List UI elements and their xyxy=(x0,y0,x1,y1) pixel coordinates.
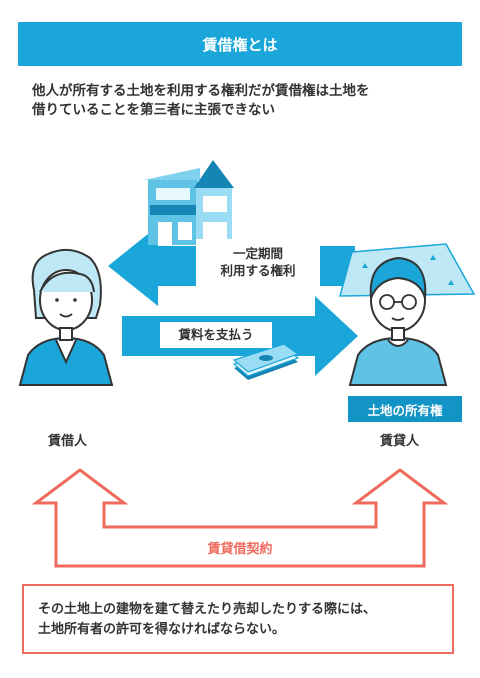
note-line-2: 土地所有者の許可を得なければならない。 xyxy=(38,622,286,638)
description-line-2: 借りていることを第三者に主張できない xyxy=(32,101,275,118)
lessor-person-illustration xyxy=(348,256,448,386)
money-icon xyxy=(232,343,300,380)
usage-right-label-line-1: 一定期間 xyxy=(232,246,283,262)
page-title: 賃借権とは xyxy=(202,35,278,54)
note-line-1: その土地上の建物を建て替えたり売却したりする際には、 xyxy=(38,602,377,617)
owner-badge-text: 土地の所有権 xyxy=(367,402,443,418)
contract-label: 賃貸借契約 xyxy=(207,542,273,557)
usage-right-label-line-2: 利用する権利 xyxy=(220,263,296,278)
note-box: その土地上の建物を建て替えたり売却したりする際には、 土地所有者の許可を得なけれ… xyxy=(22,584,454,654)
title-bar: 賃借権とは xyxy=(18,22,462,66)
rent-arrow-label-text: 賃料を支払う xyxy=(178,326,254,342)
contract-arrow xyxy=(31,468,449,568)
description-line-1: 他人が所有する土地を利用する権利だが賃借権は土地を xyxy=(32,83,370,99)
owner-badge: 土地の所有権 xyxy=(348,396,462,422)
lessee-person-illustration xyxy=(18,248,114,386)
house-icon xyxy=(144,160,234,245)
rent-arrow-label: 賃料を支払う xyxy=(160,322,272,348)
description: 他人が所有する土地を利用する権利だが賃借権は土地を 借りていることを第三者に主張… xyxy=(32,82,452,119)
lessor-label: 賃貸人 xyxy=(380,434,420,449)
usage-right-label: 一定期間 利用する権利 xyxy=(196,239,320,287)
lessee-label: 賃借人 xyxy=(48,434,88,449)
